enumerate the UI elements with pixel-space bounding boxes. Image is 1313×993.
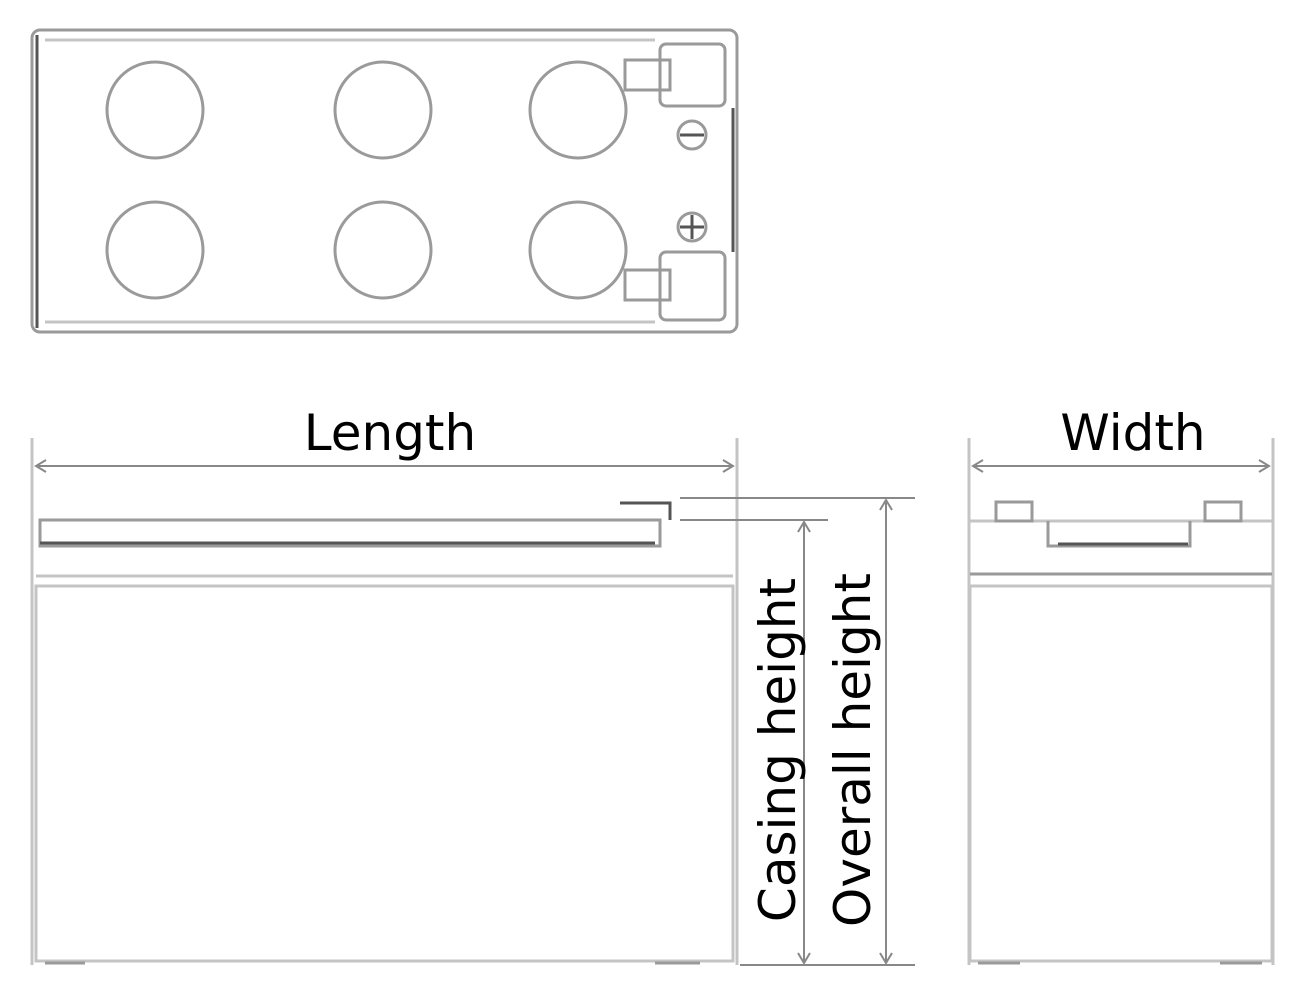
top-view [30, 28, 739, 334]
cell-caps [105, 60, 628, 300]
width-label: Width [1060, 404, 1205, 462]
casing-height-label: Casing height [749, 578, 807, 922]
positive-terminal [623, 211, 727, 322]
negative-terminal [623, 42, 727, 151]
overall-height-label: Overall height [824, 573, 882, 927]
length-label: Length [304, 404, 476, 462]
front-view: Length Casing height Overall height [30, 404, 915, 966]
side-view: Width [967, 404, 1275, 965]
